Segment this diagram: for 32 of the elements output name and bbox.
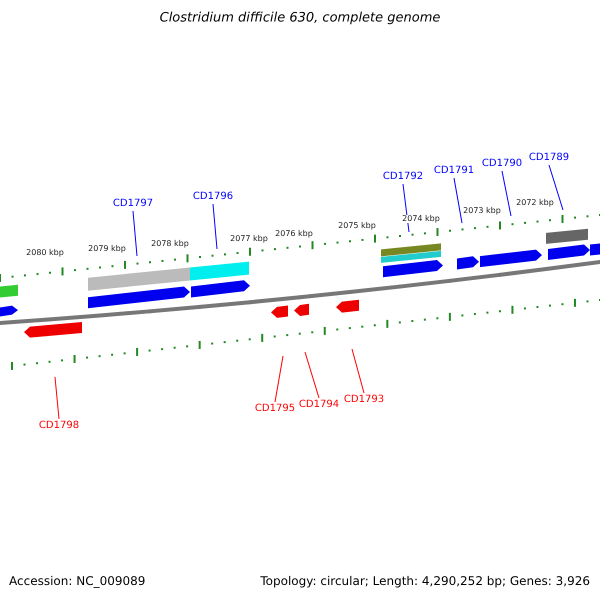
accession-label: Accession: NC_009089 <box>9 575 146 587</box>
gene-label: CD1796 <box>192 192 234 202</box>
gene-label: CD1795 <box>254 404 296 414</box>
leader-line <box>352 348 364 394</box>
gene-label: CD1794 <box>298 400 340 410</box>
scale-label: 2075 kbp <box>337 222 377 230</box>
scale-label: 2074 kbp <box>401 215 441 223</box>
leader-line <box>54 376 60 420</box>
leader-line <box>304 352 320 398</box>
leader-line <box>402 184 410 232</box>
gene-label: CD1798 <box>38 421 80 431</box>
gene-label: CD1793 <box>344 395 384 405</box>
leader-line <box>548 164 564 210</box>
leader-line <box>212 204 218 250</box>
scale-label: 2079 kbp <box>87 245 127 253</box>
leader-line <box>274 356 284 402</box>
leader-line <box>454 178 462 224</box>
scale-label: 2078 kbp <box>150 240 190 248</box>
scale-label: 2073 kbp <box>462 207 502 215</box>
leader-line <box>132 210 138 256</box>
gene-label: CD1789 <box>528 153 570 163</box>
gene-label: CD1792 <box>382 172 424 182</box>
scale-label: 2076 kbp <box>274 230 314 238</box>
gene-label: CD1797 <box>112 199 154 209</box>
gene-label: CD1791 <box>434 166 474 176</box>
scale-label: 2072 kbp <box>515 199 555 207</box>
title: Clostridium difficile 630, complete genome <box>160 12 440 24</box>
genome-info: Topology: circular; Length: 4,290,252 bp; Genes: 3,926 <box>260 575 590 587</box>
gene-label: CD1790 <box>482 159 522 169</box>
leader-line <box>502 170 512 216</box>
scale-label: 2077 kbp <box>229 235 269 243</box>
scale-label: 2080 kbp <box>25 249 65 257</box>
